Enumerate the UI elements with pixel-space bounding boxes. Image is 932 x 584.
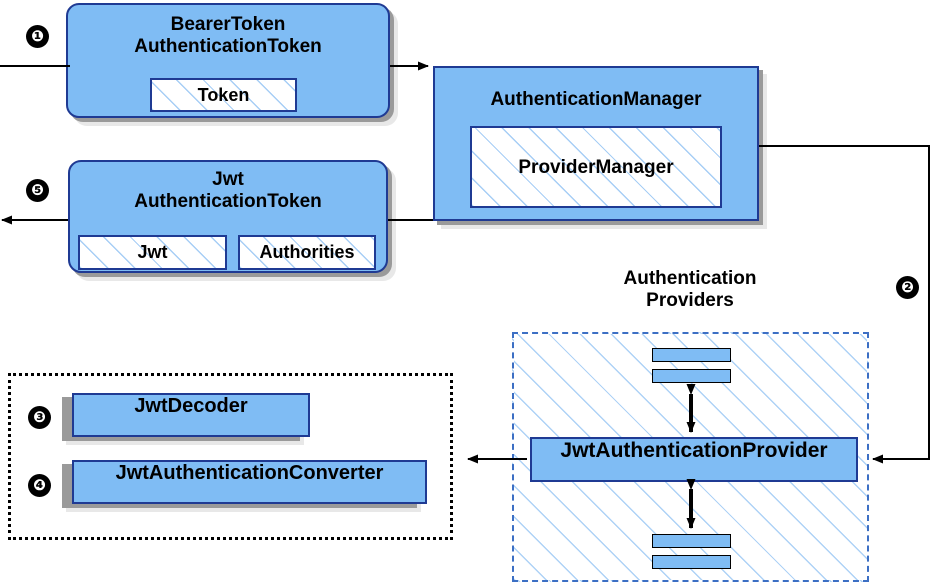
inner-box-authorities[interactable]: Authorities [238, 235, 376, 270]
provider-stub-bottom-bar-1 [652, 534, 731, 548]
step-bullet-3: ❸ [28, 406, 51, 429]
provider-stub-top-bar-2 [652, 369, 731, 383]
node-authentication-manager-label: AuthenticationManager [490, 89, 702, 110]
provider-stub-top-bar-1 [652, 348, 731, 362]
inner-box-authorities-label: Authorities [259, 242, 355, 262]
step-bullet-4: ❹ [28, 474, 51, 497]
node-jwt-authentication-provider-label: JwtAuthenticationProvider [560, 439, 828, 462]
provider-stub-bottom-bar-2 [652, 555, 731, 569]
inner-box-token[interactable]: Token [150, 78, 297, 112]
inner-box-token-label: Token [197, 85, 250, 105]
node-bearer-token-authentication-token[interactable]: BearerToken AuthenticationToken [66, 3, 390, 118]
node-bearer-token-authentication-token-label: BearerToken AuthenticationToken [134, 14, 322, 57]
node-jwt-authentication-token-label: Jwt AuthenticationToken [134, 169, 322, 212]
inner-box-provider-manager-label: ProviderManager [518, 157, 674, 178]
node-jwt-decoder[interactable]: JwtDecoder [72, 393, 310, 437]
node-jwt-authentication-converter[interactable]: JwtAuthenticationConverter [72, 460, 427, 504]
step-bullet-5: ❺ [26, 179, 49, 202]
inner-box-jwt[interactable]: Jwt [78, 235, 227, 270]
step-bullet-2: ❷ [896, 276, 919, 299]
node-jwt-decoder-label: JwtDecoder [134, 395, 248, 417]
group-title-authentication-providers: Authentication Providers [623, 268, 757, 312]
node-jwt-authentication-converter-label: JwtAuthenticationConverter [115, 462, 384, 484]
group-jwt-support [8, 373, 453, 540]
node-jwt-authentication-provider[interactable]: JwtAuthenticationProvider [530, 437, 858, 482]
inner-box-provider-manager[interactable]: ProviderManager [470, 126, 722, 208]
inner-box-jwt-label: Jwt [137, 242, 168, 262]
step-bullet-1: ❶ [26, 25, 49, 48]
